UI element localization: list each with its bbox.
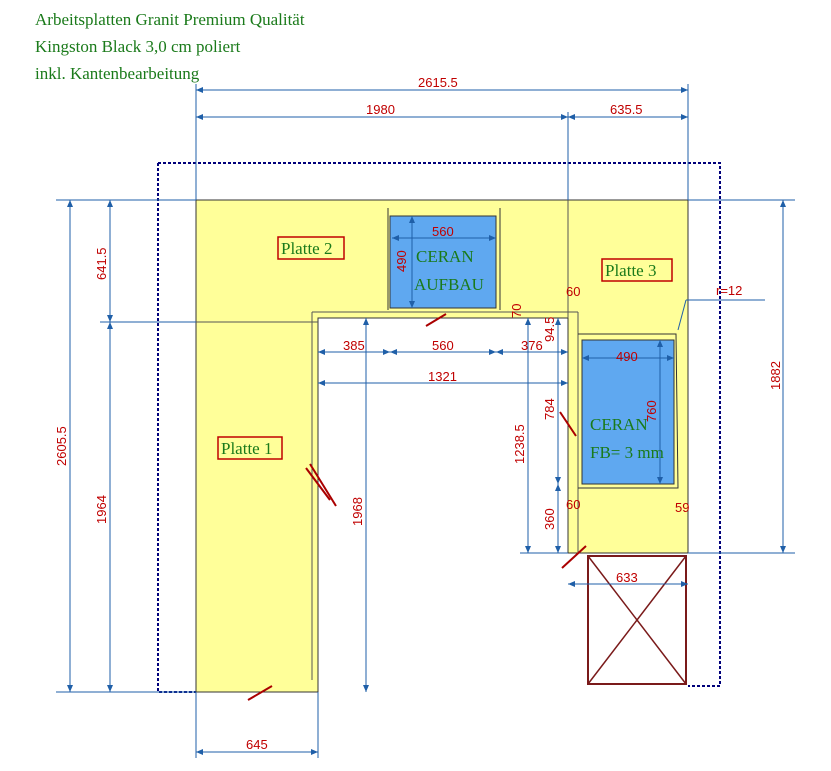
dim-bottom-360: 360	[542, 508, 557, 530]
title-block: Arbeitsplatten Granit Premium Qualität K…	[35, 6, 305, 87]
dim-small-59: 59	[675, 500, 689, 515]
dim-gap-385: 385	[343, 338, 365, 353]
dim-platte1-inner: 1968	[350, 497, 365, 526]
dim-hob1-width: 560	[432, 224, 454, 239]
dim-gap-376: 376	[521, 338, 543, 353]
dim-left-total: 2605.5	[54, 426, 69, 466]
plate-2-frame	[277, 236, 345, 260]
dim-hob1-depth: 490	[394, 250, 409, 272]
dim-small-60-bottom: 60	[566, 497, 580, 512]
plate-3-frame	[601, 258, 673, 282]
dim-right-height: 1882	[768, 361, 783, 390]
dim-small-60-top: 60	[566, 284, 580, 299]
dim-left-upper: 641.5	[94, 247, 109, 280]
dim-gap-560: 560	[432, 338, 454, 353]
room-outline	[157, 162, 721, 693]
dim-radius: r=12	[716, 283, 742, 298]
dim-inner-width: 1321	[428, 369, 457, 384]
dim-bottom-645: 645	[246, 737, 268, 752]
dim-hob2-width: 490	[616, 349, 638, 364]
plate-3-label: Platte 3	[605, 261, 656, 280]
dim-left-lower: 1964	[94, 495, 109, 524]
hob-flush-label-1: CERAN	[590, 415, 648, 434]
hob-aufbau-label-2: AUFBAU	[414, 275, 484, 294]
title-line-edges: inkl. Kantenbearbeitung	[35, 64, 200, 83]
hob-aufbau	[389, 215, 497, 309]
plate-2-label: Platte 2	[281, 239, 332, 258]
dim-bottom-633: 633	[616, 570, 638, 585]
dim-small-94: 94.5	[542, 317, 557, 342]
tall-cabinet	[587, 555, 687, 685]
hob-aufbau-label-1: CERAN	[416, 247, 474, 266]
dim-top-right: 635.5	[610, 102, 643, 117]
hob-flush-label-2: FB= 3 mm	[590, 443, 664, 462]
title-line-finish: Kingston Black 3,0 cm poliert	[35, 37, 241, 56]
title-line-material: Arbeitsplatten Granit Premium Qualität	[35, 10, 305, 29]
dim-small-70: 70	[509, 304, 524, 318]
cut-marks	[247, 313, 587, 701]
dim-top-left: 1980	[366, 102, 395, 117]
plate-1-frame	[217, 436, 283, 460]
plate-1-label: Platte 1	[221, 439, 272, 458]
dim-total-width: 2615.5	[418, 75, 458, 90]
dim-hob2-depth: 760	[644, 400, 659, 422]
dim-mid-784: 784	[542, 398, 557, 420]
dim-mid-1238: 1238.5	[512, 424, 527, 464]
